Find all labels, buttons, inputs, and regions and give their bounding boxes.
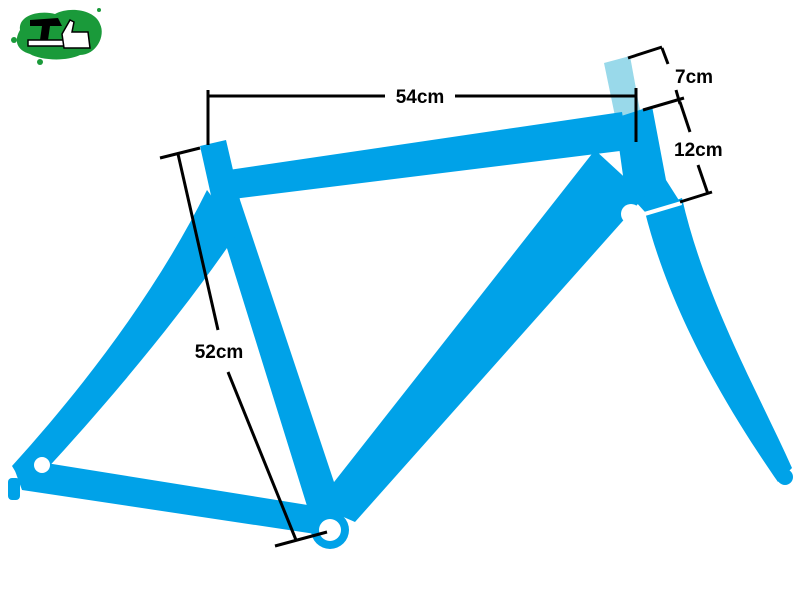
top-tube-length-label: 54cm [396,87,445,108]
dimension-lines [159,45,713,548]
steerer-tube [604,56,641,121]
frame [8,56,793,549]
fork-dropout [777,469,793,485]
fork [645,198,792,482]
steerer-length-label: 7cm [675,67,713,88]
rear-dropout [8,478,20,500]
seat-tube-length-label: 52cm [195,342,244,363]
top-tube [215,112,628,200]
head-tube-length-label: 12cm [674,140,723,161]
logo [11,8,102,65]
frame-cutouts [34,201,682,541]
seat-stay [12,190,238,486]
chain-stay [14,462,322,535]
down-tube [316,150,645,522]
seat-tube [200,140,345,522]
